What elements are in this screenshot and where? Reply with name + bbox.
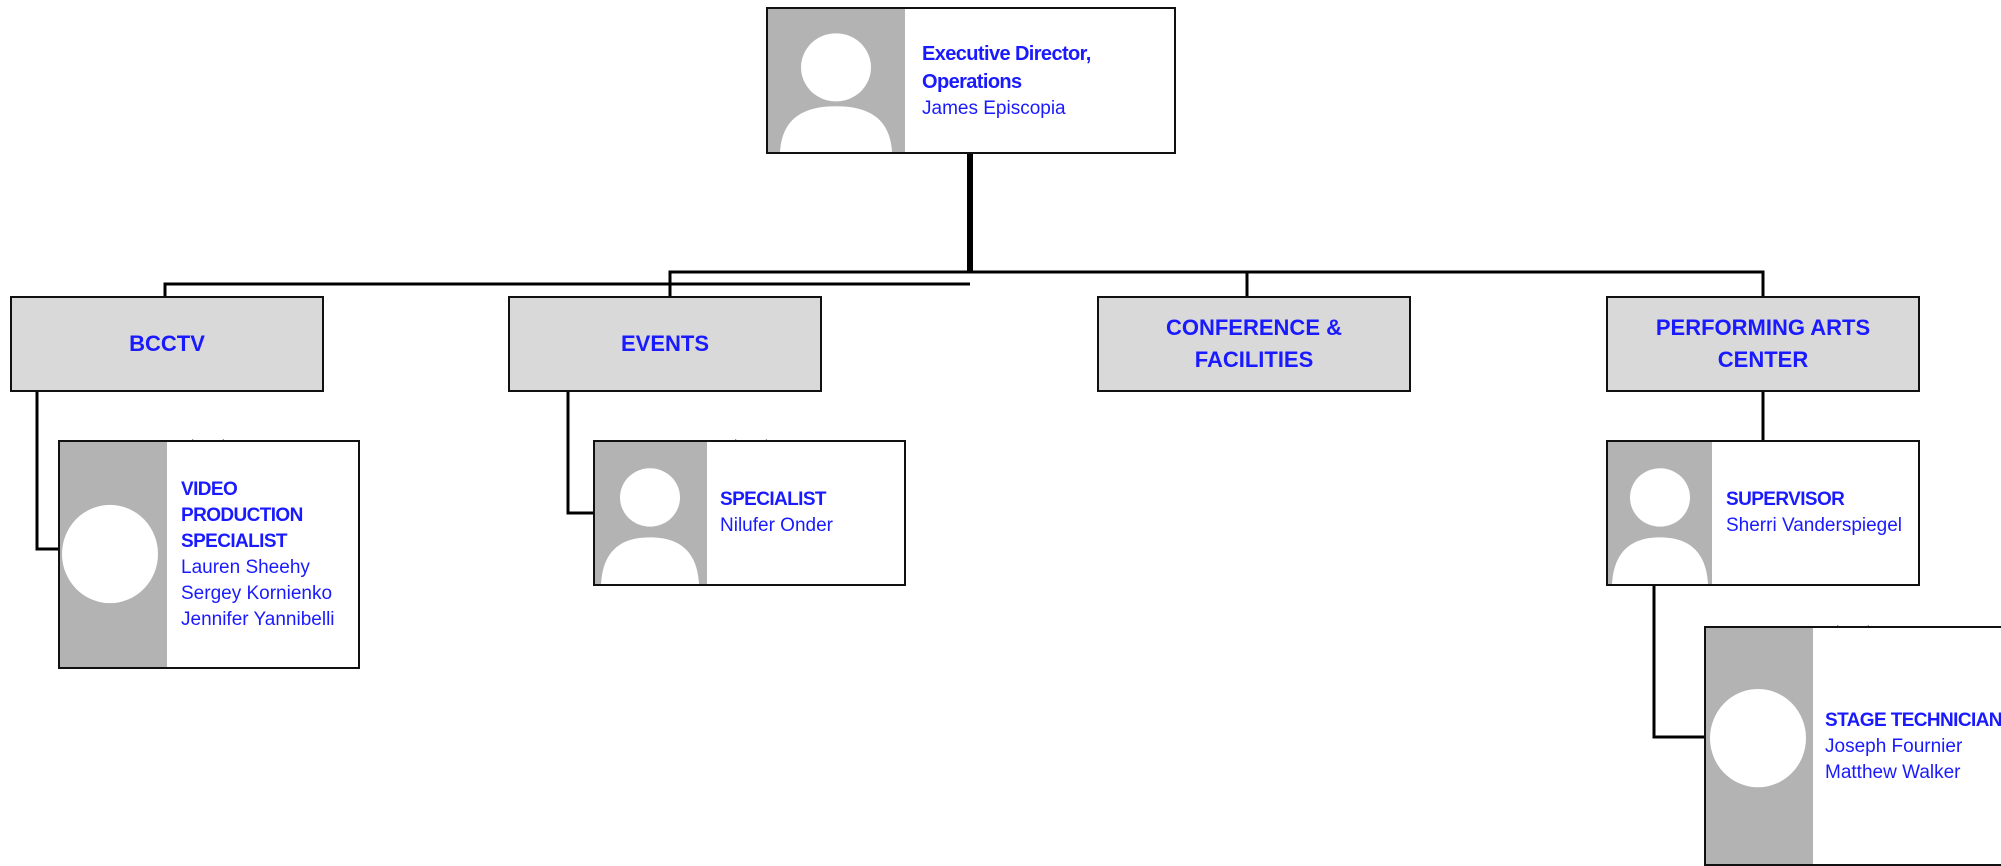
connector-stage-technician [1652,584,1704,739]
staff-name: Joseph Fournier [1825,736,1963,757]
staff-title: SUPERVISOR [1726,489,1845,510]
person-silhouette-icon [1608,442,1712,584]
department-events[interactable]: EVENTS [508,296,822,392]
department-label: EVENTS [620,331,710,356]
department-bcctv[interactable]: BCCTV [10,296,324,392]
person-silhouette-icon [768,9,905,152]
staff-info: SUPERVISOR Sherri Vanderspiegel [1726,442,1914,584]
staff-info: VIDEO PRODUCTION SPECIALIST Lauren Sheeh… [181,442,354,667]
staff-info: SPECIALIST Nilufer Onder [720,442,900,584]
staff-name: Sergey Kornienko [181,582,333,604]
executive-info: Executive Director, Operations James Epi… [922,9,1170,152]
connector-branch-bcctv [163,282,970,296]
staff-name: Jennifer Yannibelli [181,608,335,630]
staff-name: Matthew Walker [1825,762,1961,783]
department-label: BCCTV [129,331,205,356]
staff-card-supervisor[interactable]: SUPERVISOR Sherri Vanderspiegel [1606,440,1920,586]
staff-name: Sherri Vanderspiegel [1726,515,1903,536]
staff-title: STAGE TECHNICIAN [1825,710,2001,731]
department-label: CONFERENCE & FACILITIES [1165,315,1342,372]
connector-branch-events [668,270,970,296]
executive-name: James Episcopia [922,97,1066,119]
staff-card-specialist[interactable]: SPECIALIST Nilufer Onder [593,440,906,586]
staff-name: Nilufer Onder [720,515,833,536]
executive-title: Executive Director, Operations [922,42,1091,93]
staff-title: SPECIALIST [720,489,827,510]
staff-title: VIDEO PRODUCTION SPECIALIST [181,478,303,552]
staff-name: Lauren Sheehy [181,556,310,578]
staff-card-stage-technician[interactable]: STAGE TECHNICIAN Joseph Fournier Matthew… [1704,626,2001,866]
connector-branch-main [970,270,1765,296]
staff-info: STAGE TECHNICIAN Joseph Fournier Matthew… [1825,628,2001,864]
circle-avatar-placeholder-icon [1706,628,1813,864]
department-label: PERFORMING ARTS CENTER [1655,315,1871,372]
executive-card[interactable]: Executive Director, Operations James Epi… [766,7,1176,154]
connector-events-staff [566,392,593,515]
connector-bcctv-staff [35,392,58,551]
staff-card-video-production[interactable]: VIDEO PRODUCTION SPECIALIST Lauren Sheeh… [58,440,360,669]
circle-avatar-placeholder-icon [60,442,167,667]
department-conference-facilities[interactable]: CONFERENCE & FACILITIES [1097,296,1411,392]
person-silhouette-icon [595,442,707,584]
department-performing-arts-center[interactable]: PERFORMING ARTS CENTER [1606,296,1920,392]
